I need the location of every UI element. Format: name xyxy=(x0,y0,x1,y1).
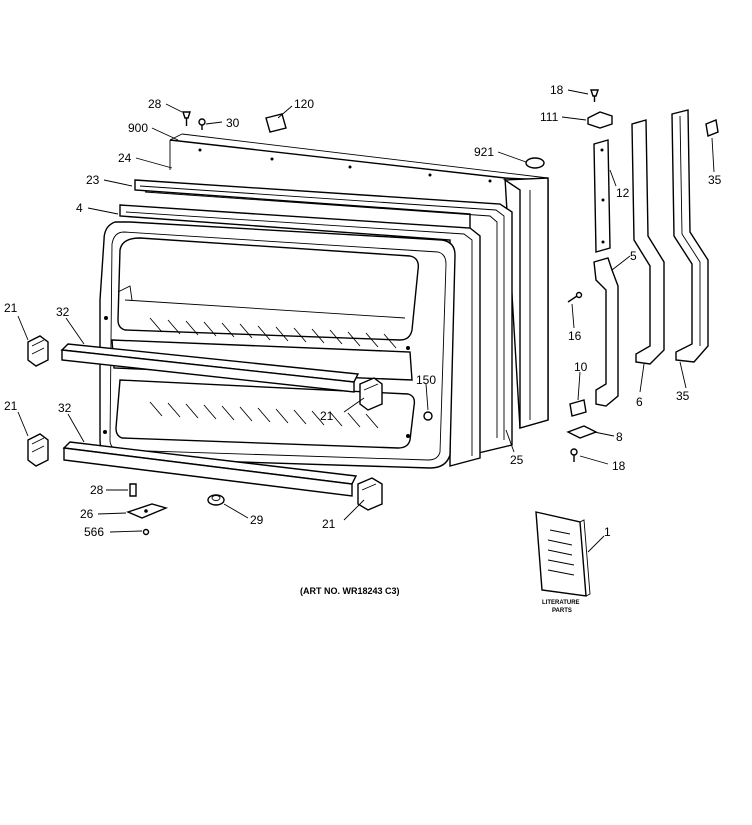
label-25: 25 xyxy=(510,453,524,467)
label-6: 6 xyxy=(636,395,643,409)
label-1: 1 xyxy=(604,525,611,539)
screw-16 xyxy=(567,291,583,303)
label-16: 16 xyxy=(568,329,582,343)
handle-6 xyxy=(631,119,665,365)
label-566: 566 xyxy=(84,525,104,539)
cap-35 xyxy=(705,119,719,137)
screw-566 xyxy=(142,528,150,536)
label-18-top: 18 xyxy=(550,83,564,97)
hinge-111 xyxy=(587,111,613,129)
breaker-strip-layer xyxy=(119,204,481,467)
label-28-top: 28 xyxy=(148,97,162,111)
label-4: 4 xyxy=(76,201,83,215)
label-32-upper: 32 xyxy=(56,305,70,319)
label-28-bottom: 28 xyxy=(90,483,104,497)
label-23: 23 xyxy=(86,173,100,187)
label-24: 24 xyxy=(118,151,132,165)
literature-text-line-2: PARTS xyxy=(552,608,572,614)
label-900: 900 xyxy=(128,121,148,135)
plug-921 xyxy=(525,157,545,169)
screw-18-bottom xyxy=(570,448,578,462)
label-21-left-upper: 21 xyxy=(4,301,18,315)
screw-18-top xyxy=(590,89,599,102)
lower-shelf-ribs xyxy=(149,401,379,429)
label-26: 26 xyxy=(80,507,94,521)
handle-35 xyxy=(671,109,709,363)
literature-text-line-1: LITERATURE xyxy=(542,600,580,606)
label-30: 30 xyxy=(226,116,240,130)
literature-booklet: LITERATURE PARTS xyxy=(535,511,591,614)
label-29: 29 xyxy=(250,513,264,527)
label-12: 12 xyxy=(616,186,630,200)
part-labels: 28 30 120 900 24 23 4 921 18 111 12 35 5… xyxy=(4,83,722,539)
shelf-bracket-left-upper xyxy=(27,335,49,367)
bracket-12 xyxy=(593,139,611,253)
grommet-29 xyxy=(207,494,225,506)
screw-150 xyxy=(423,411,433,421)
handle-bracket-5 xyxy=(593,257,619,407)
label-35-bottom: 35 xyxy=(676,389,690,403)
upper-shelf-ribs xyxy=(149,317,397,349)
label-21-right-upper: 21 xyxy=(320,409,334,423)
label-150: 150 xyxy=(416,373,436,387)
shelf-bracket-right-lower xyxy=(357,477,383,511)
screw-28-bottom xyxy=(129,483,137,497)
label-10: 10 xyxy=(574,360,588,374)
label-18-bottom: 18 xyxy=(612,459,626,473)
inner-door-liner xyxy=(99,221,456,469)
label-921: 921 xyxy=(474,145,494,159)
label-120: 120 xyxy=(294,97,314,111)
label-5: 5 xyxy=(630,249,637,263)
part-10 xyxy=(569,399,587,417)
shelf-bracket-right-upper xyxy=(359,377,383,411)
lower-shelf-bar xyxy=(62,441,358,497)
label-21-left-lower: 21 xyxy=(4,399,18,413)
plate-26 xyxy=(126,503,169,519)
outer-door-panel xyxy=(169,133,549,429)
screw-30 xyxy=(198,118,206,130)
art-number-caption: (ART NO. WR18243 C3) xyxy=(300,586,400,596)
upper-shelf-bar xyxy=(60,343,360,393)
label-8: 8 xyxy=(616,430,623,444)
shelf-bracket-left-lower xyxy=(27,433,49,467)
part-120 xyxy=(265,113,287,133)
label-111: 111 xyxy=(540,110,559,124)
label-21-right-lower: 21 xyxy=(322,517,336,531)
top-screw xyxy=(182,111,191,126)
label-35-top: 35 xyxy=(708,173,722,187)
label-32-lower: 32 xyxy=(58,401,72,415)
part-8 xyxy=(566,425,598,439)
leader-lines xyxy=(17,89,715,553)
